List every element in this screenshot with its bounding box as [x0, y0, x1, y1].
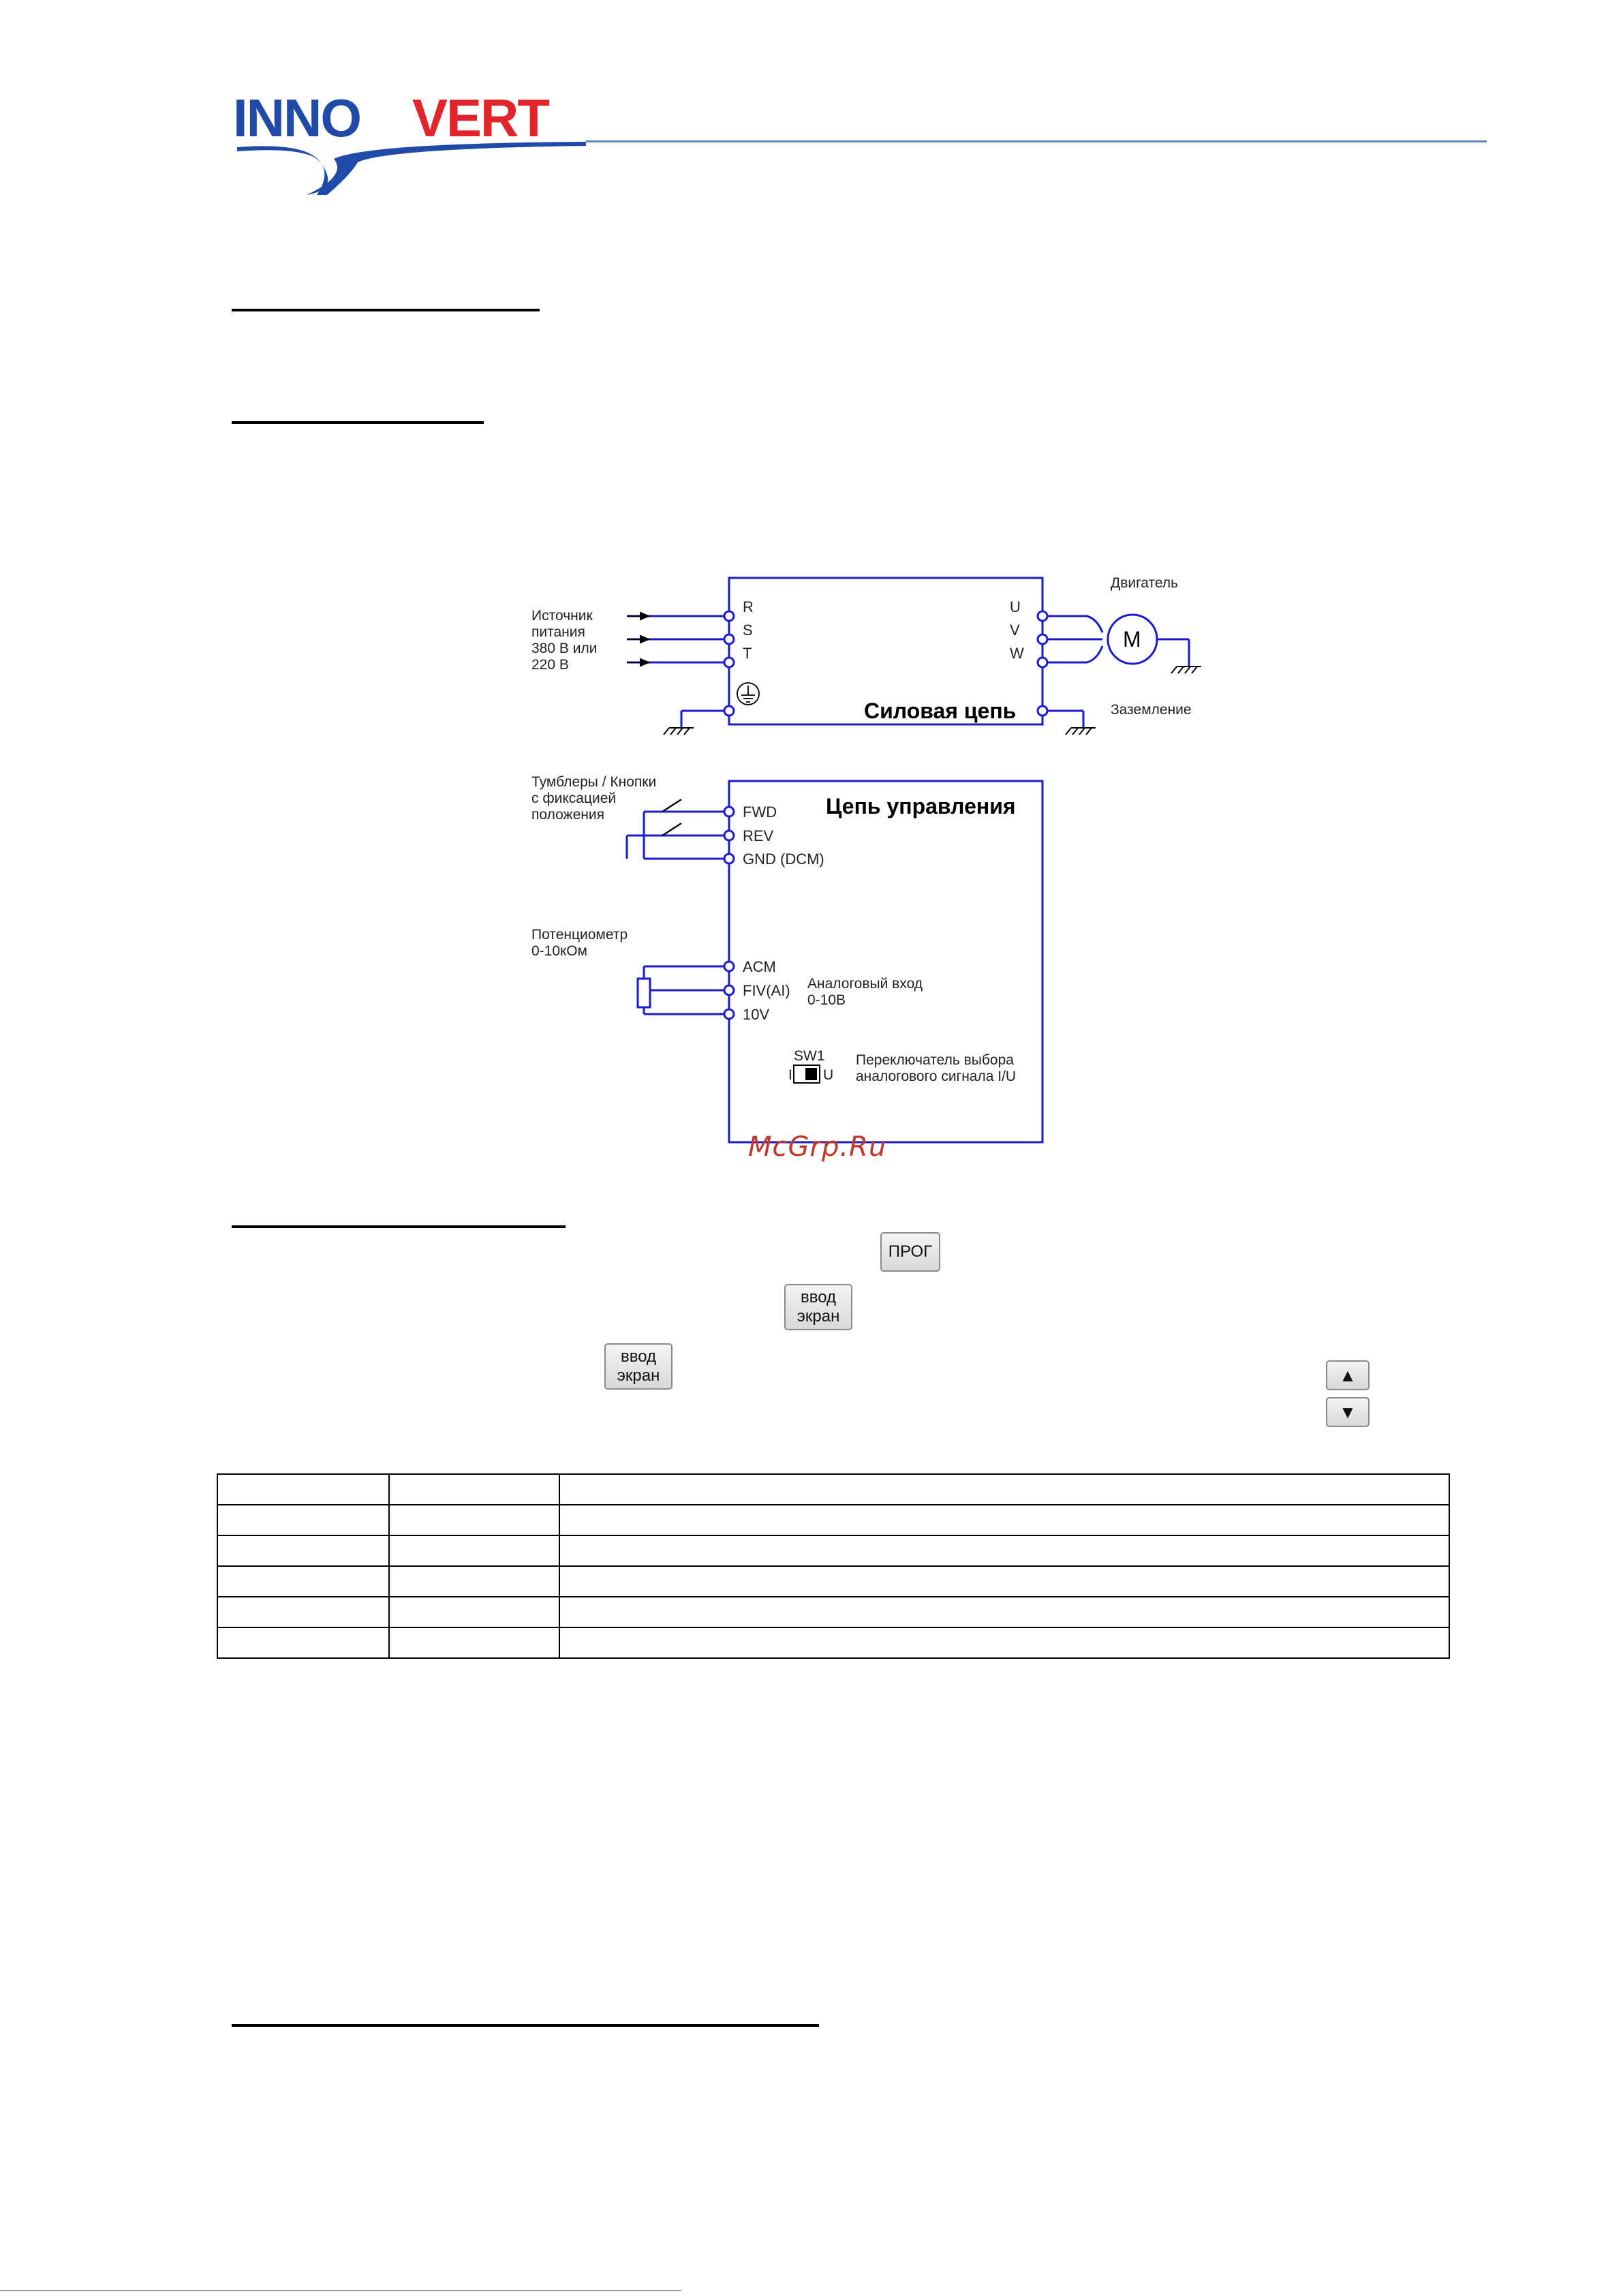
- switches-label-2: с фиксацией: [531, 791, 616, 806]
- power-source-label-1: Источник: [531, 608, 593, 624]
- table-cell: [217, 1565, 390, 1597]
- motor-symbol: M: [1123, 627, 1141, 652]
- table-cell: [559, 1504, 1450, 1536]
- enter-key-1-line2: экран: [797, 1307, 840, 1326]
- section-heading-underline-3: [232, 1225, 566, 1228]
- terminal-u: U: [1010, 598, 1021, 615]
- table-cell: [388, 1565, 560, 1597]
- table-cell: [559, 1627, 1450, 1659]
- terminal-fwd: FWD: [743, 803, 777, 821]
- wiring-diagram: Источник питания 380 В или 220 В R S T U…: [531, 575, 1201, 1144]
- section-heading-underline-4: [232, 2024, 819, 2027]
- terminal-acm: ACM: [743, 958, 776, 975]
- up-arrow-key: ▲: [1326, 1360, 1370, 1390]
- terminal-fiv: FIV(AI): [743, 982, 790, 999]
- innovert-logo: INNO VERT: [233, 94, 586, 195]
- table-cell: [388, 1504, 560, 1536]
- parameter-table: [217, 1473, 1450, 1659]
- ground-label: Заземление: [1111, 702, 1192, 718]
- enter-key-2-line1: ввод: [620, 1347, 657, 1366]
- terminal-t: T: [743, 645, 752, 662]
- table-cell: [559, 1473, 1450, 1505]
- enter-key-1-line1: ввод: [800, 1288, 837, 1306]
- control-circuit-title: Цепь управления: [826, 794, 1016, 818]
- table-row: [217, 1535, 1450, 1567]
- sw1-label: SW1: [794, 1048, 825, 1064]
- switches-label-3: положения: [531, 807, 604, 823]
- enter-key-2: ввод экран: [604, 1343, 673, 1390]
- enter-key-2-line2: экран: [617, 1366, 660, 1385]
- terminal-v: V: [1010, 622, 1020, 639]
- table-cell: [388, 1535, 560, 1567]
- terminal-r: R: [743, 598, 754, 615]
- header-rule: [586, 140, 1487, 142]
- svg-text:INNO: INNO: [233, 94, 360, 148]
- switches-label-1: Тумблеры / Кнопки: [531, 774, 656, 790]
- section-heading-underline-2: [232, 421, 484, 424]
- table-cell: [559, 1535, 1450, 1567]
- analog-input-label-2: 0-10В: [807, 992, 846, 1008]
- enter-key-1: ввод экран: [784, 1284, 852, 1330]
- prog-key: ПРОГ: [880, 1232, 940, 1272]
- table-cell: [388, 1627, 560, 1659]
- table-cell: [217, 1596, 390, 1628]
- down-arrow-key: ▼: [1326, 1397, 1370, 1427]
- watermark: McGrp.Ru: [748, 1131, 887, 1163]
- table-cell: [217, 1473, 390, 1505]
- table-cell: [559, 1596, 1450, 1628]
- table-row: [217, 1627, 1450, 1659]
- terminal-w: W: [1010, 645, 1024, 662]
- terminal-10v: 10V: [743, 1006, 769, 1023]
- sw-desc-2: аналогового сигнала I/U: [856, 1069, 1016, 1084]
- motor-label: Двигатель: [1111, 575, 1178, 591]
- table-cell: [217, 1535, 390, 1567]
- power-circuit-title: Силовая цепь: [864, 699, 1016, 723]
- power-source-label-3: 380 В или: [531, 641, 597, 656]
- table-row: [217, 1504, 1450, 1536]
- terminal-rev: REV: [743, 827, 774, 844]
- sw1-right-label: U: [823, 1067, 833, 1083]
- table-cell: [388, 1596, 560, 1628]
- table-row: [217, 1596, 1450, 1628]
- table-cell: [217, 1504, 390, 1536]
- table-cell: [559, 1565, 1450, 1597]
- terminal-gnd: GND (DCM): [743, 851, 824, 868]
- table-row: [217, 1565, 1450, 1597]
- terminal-s: S: [743, 622, 753, 639]
- sw1-left-label: I: [788, 1067, 792, 1083]
- table-row: [217, 1473, 1450, 1505]
- power-source-label-2: питания: [531, 624, 585, 640]
- potentiometer-label-1: Потенциометр: [531, 927, 628, 943]
- table-cell: [388, 1473, 560, 1505]
- table-cell: [217, 1627, 390, 1659]
- potentiometer-label-2: 0-10кОм: [531, 943, 587, 959]
- footer-rule: [0, 2290, 681, 2291]
- sw-desc-1: Переключатель выбора: [856, 1052, 1014, 1068]
- analog-input-label-1: Аналоговый вход: [807, 976, 923, 992]
- power-source-label-4: 220 В: [531, 657, 569, 673]
- svg-text:VERT: VERT: [412, 94, 549, 148]
- section-heading-underline-1: [232, 309, 540, 311]
